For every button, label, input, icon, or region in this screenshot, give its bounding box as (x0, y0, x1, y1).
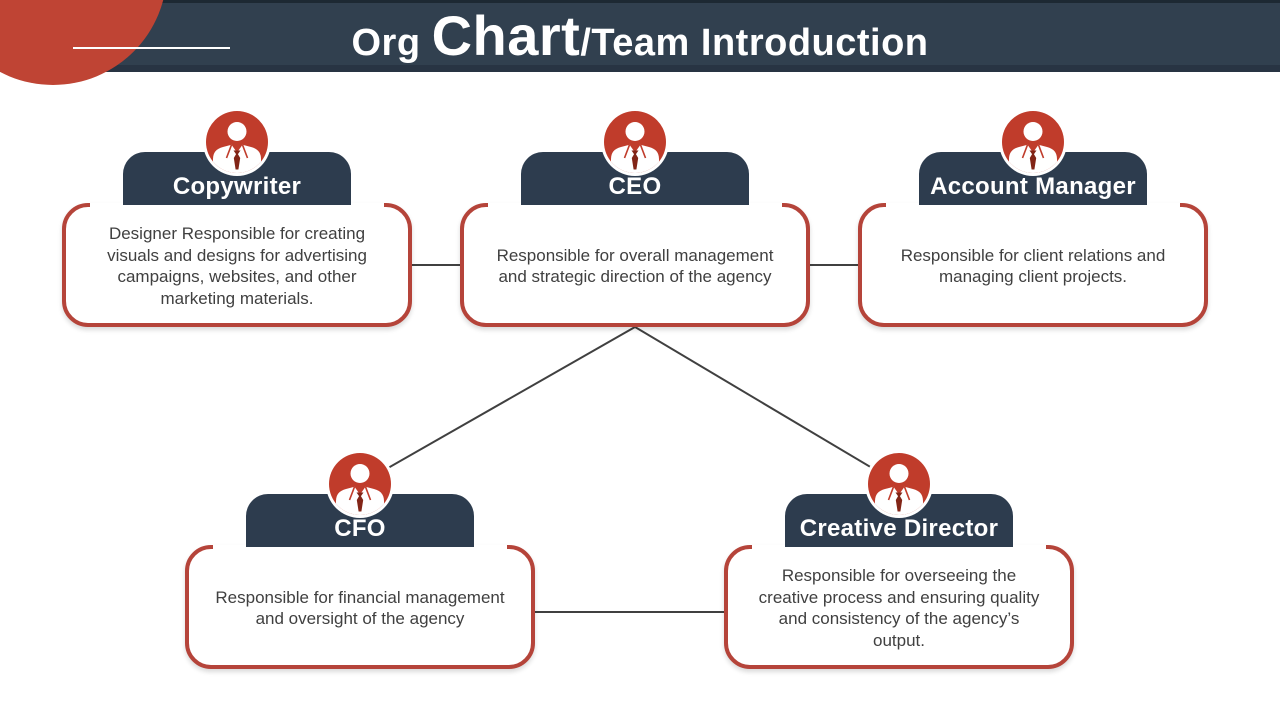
card-body: Responsible for financial management and… (185, 545, 535, 669)
org-card-copywriter: Copywriter Designer Responsible for crea… (62, 108, 412, 327)
slide-title: Org Chart/Team Introduction (0, 0, 1280, 79)
card-body: Designer Responsible for creating visual… (62, 203, 412, 327)
card-body: Responsible for client relations and man… (858, 203, 1208, 327)
accent-line (73, 47, 230, 49)
person-icon (206, 111, 268, 173)
title-suffix: /Team Introduction (580, 22, 929, 64)
title-emphasis: Chart (431, 4, 581, 67)
role-description: Responsible for client relations and man… (900, 245, 1166, 287)
card-body: Responsible for overseeing the creative … (724, 545, 1074, 669)
role-badge (865, 450, 933, 518)
role-description: Responsible for financial management and… (215, 587, 505, 629)
title-prefix: Org (351, 22, 432, 64)
role-badge (326, 450, 394, 518)
person-icon (329, 453, 391, 515)
role-header: Copywriter (123, 152, 351, 205)
org-card-account-manager: Account Manager Responsible for client r… (858, 108, 1208, 327)
org-card-cfo: CFO Responsible for financial management… (185, 450, 535, 669)
title-bar: Org Chart/Team Introduction (0, 0, 1280, 72)
card-body: Responsible for overall management and s… (460, 203, 810, 327)
role-badge (601, 108, 669, 176)
role-title: CEO (608, 173, 662, 200)
connector-ceo-cfo (359, 326, 636, 485)
person-icon (1002, 111, 1064, 173)
role-title: CFO (334, 515, 386, 542)
role-badge (203, 108, 271, 176)
person-icon (868, 453, 930, 515)
role-badge (999, 108, 1067, 176)
role-description: Responsible for overall management and s… (496, 245, 774, 287)
connector-ceo-creative-director (634, 326, 900, 485)
org-card-creative-director: Creative Director Responsible for overse… (724, 450, 1074, 669)
person-icon (604, 111, 666, 173)
role-description: Responsible for overseeing the creative … (758, 566, 1040, 650)
role-header: CEO (521, 152, 749, 205)
role-title: Creative Director (799, 515, 999, 542)
role-title: Copywriter (172, 173, 302, 200)
role-description: Designer Responsible for creating visual… (107, 224, 367, 308)
org-card-ceo: CEO Responsible for overall management a… (460, 108, 810, 327)
role-title: Account Manager (930, 173, 1136, 200)
